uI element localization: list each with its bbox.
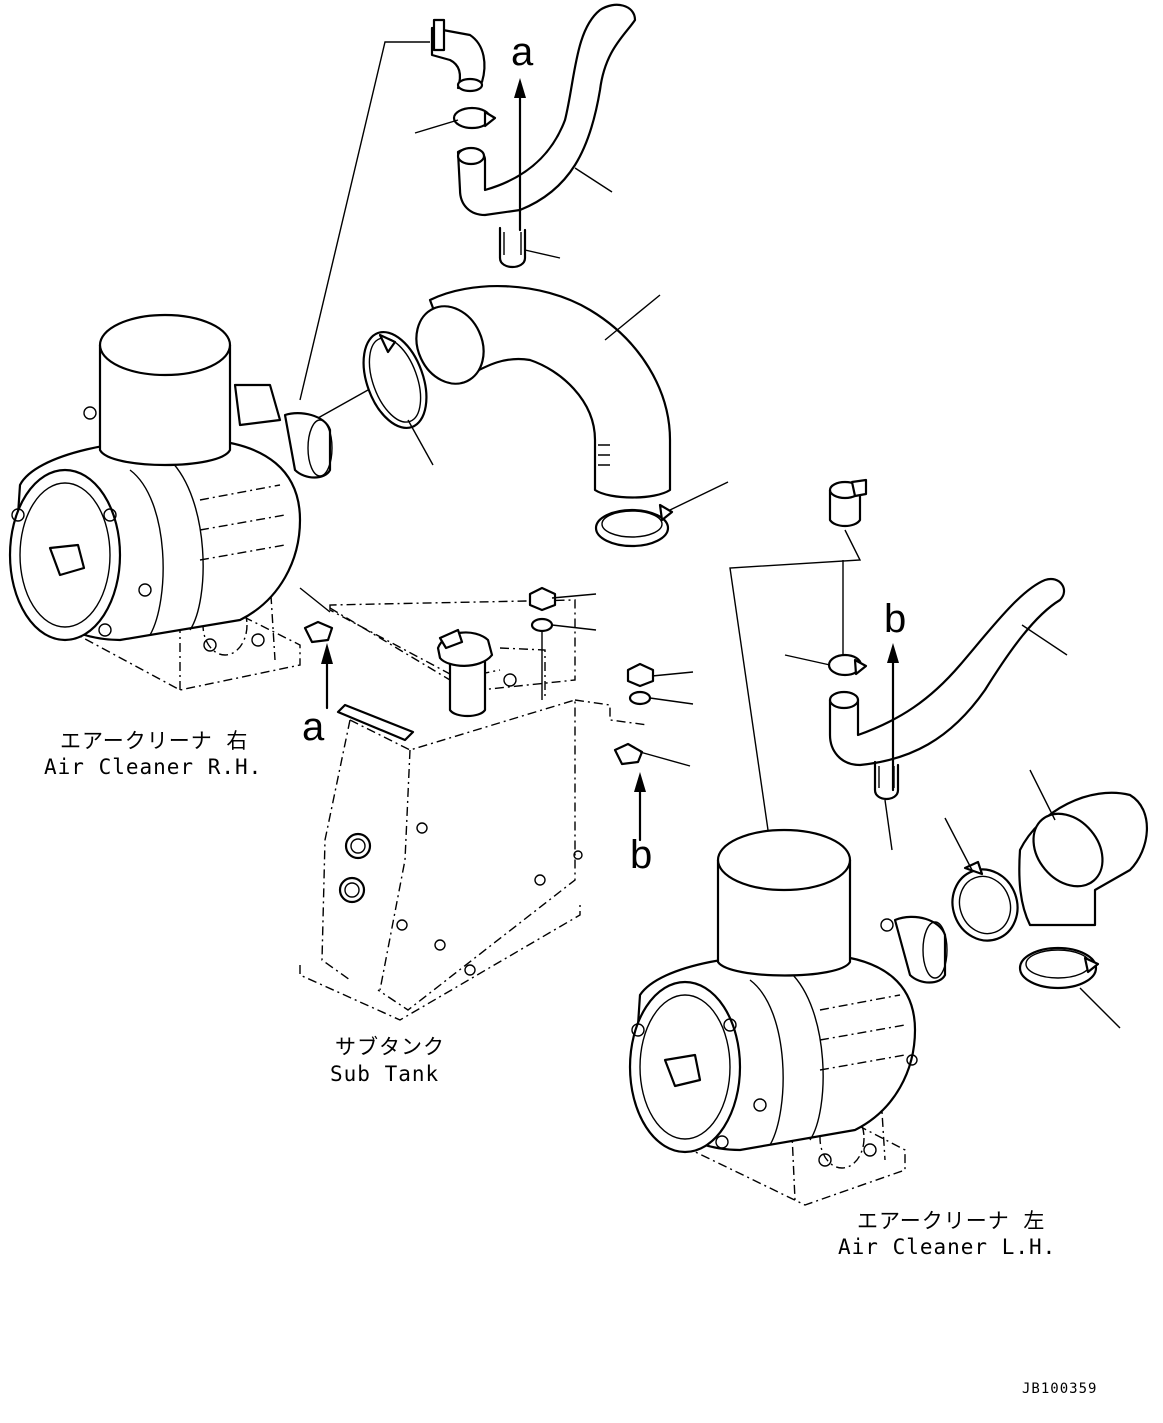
nut-mid-upper xyxy=(528,586,557,633)
small-elbow-hose-top xyxy=(430,18,486,93)
air-cleaner-lh-label-jp: エアークリーナ 左 xyxy=(857,1209,1045,1233)
long-hose-top xyxy=(456,3,637,217)
small-clamp-lh xyxy=(827,653,868,677)
sub-tank xyxy=(299,599,649,1021)
elbow-hose-lh xyxy=(1018,791,1148,927)
clamp-lh-left xyxy=(951,860,1019,942)
marker-b-top: b xyxy=(884,597,906,641)
marker-a-top: a xyxy=(511,30,534,74)
air-cleaner-lh xyxy=(628,828,948,1206)
air-cleaner-rh xyxy=(8,313,333,691)
long-hose-lh xyxy=(828,577,1066,767)
marker-a-bottom: a xyxy=(302,705,325,749)
large-clamp-rh xyxy=(362,330,428,430)
nut-mid-lower xyxy=(626,662,655,706)
sub-tank-label-en: Sub Tank xyxy=(330,1062,439,1086)
small-clamp-top xyxy=(452,106,497,130)
plate-a xyxy=(303,620,334,644)
clamp-below-elbow xyxy=(594,503,674,548)
air-cleaner-rh-label-en: Air Cleaner R.H. xyxy=(44,755,262,779)
small-hose-lh xyxy=(828,478,868,528)
sub-tank-label-jp: サブタンク xyxy=(335,1035,445,1059)
clamp-lh-bottom xyxy=(1018,946,1100,990)
air-cleaner-rh-label-jp: エアークリーナ 右 xyxy=(60,729,248,753)
plate-b xyxy=(613,742,644,766)
u-clip-lh xyxy=(873,760,900,801)
large-elbow-hose xyxy=(415,284,672,499)
air-cleaner-lh-label-en: Air Cleaner L.H. xyxy=(838,1235,1056,1259)
u-clip-top xyxy=(498,226,527,269)
drawing-number: JB100359 xyxy=(1022,1381,1097,1397)
marker-b-bottom: b xyxy=(630,833,652,877)
